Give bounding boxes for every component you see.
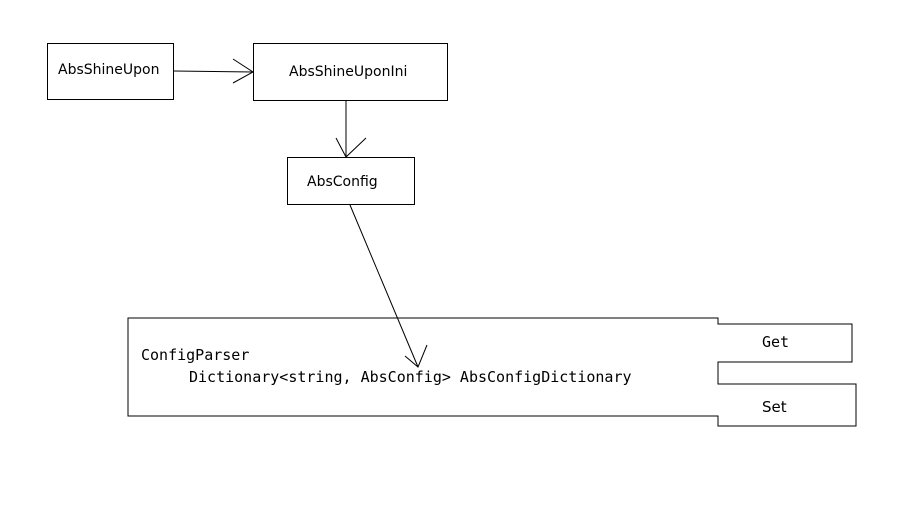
- config-parser-title: ConfigParser: [141, 346, 250, 364]
- arrowhead-shineupon-to-ini: [232, 58, 254, 84]
- node-absconfig: AbsConfig: [287, 157, 415, 205]
- arrow-shineupon-to-ini: [173, 70, 254, 73]
- config-parser-outline: [127, 317, 857, 427]
- node-absshineuponini-label: AbsShineUponIni: [289, 64, 408, 80]
- node-absshineupon-label: AbsShineUpon: [58, 62, 160, 78]
- config-parser-field: Dictionary<string, AbsConfig> AbsConfigD…: [189, 368, 632, 386]
- set-method-label: Set: [762, 398, 787, 416]
- arrowhead-ini-to-absconfig: [335, 137, 367, 158]
- node-absconfig-label: AbsConfig: [307, 174, 378, 190]
- arrowhead-absconfig-to-parser: [404, 344, 428, 368]
- get-method-label: Get: [762, 333, 790, 351]
- node-absshineuponini: AbsShineUponIni: [253, 43, 448, 101]
- node-absshineupon: AbsShineUpon: [47, 43, 174, 100]
- arrow-absconfig-to-parser: [349, 204, 419, 368]
